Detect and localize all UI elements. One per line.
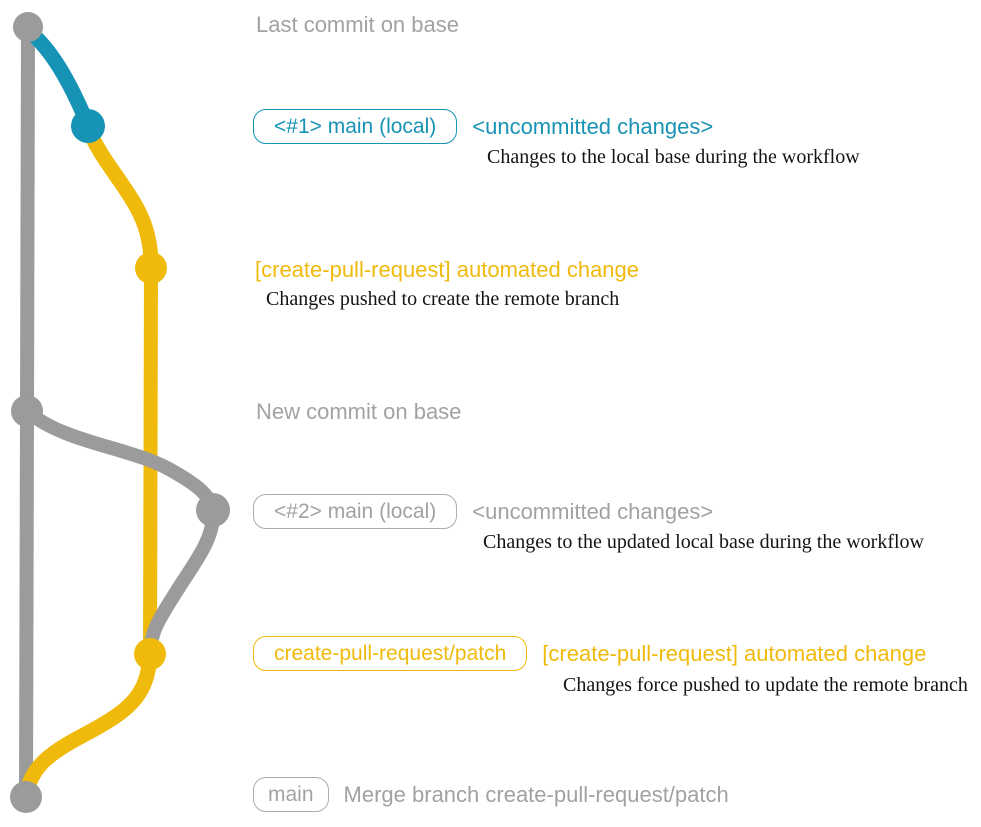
- push-curve: [80, 119, 159, 276]
- force-push-curve: [143, 503, 221, 659]
- update-local-curve: [20, 404, 220, 517]
- commit-dot-new-base: [11, 395, 43, 427]
- commit-dot-last-base: [13, 12, 43, 42]
- commit-dot-remote-1: [135, 252, 167, 284]
- local-change-curve: [20, 22, 96, 133]
- automated-change-heading-1: [create-pull-request] automated change: [255, 257, 640, 282]
- branch-badge-main-local-1: <#1> main (local): [253, 109, 458, 144]
- commit-dot-merge: [10, 781, 42, 813]
- row-last-commit: Last commit on base: [256, 12, 459, 38]
- uncommitted-changes-note-2: <uncommitted changes>: [472, 498, 714, 524]
- automated-change-heading-2: [create-pull-request] automated change: [542, 640, 927, 666]
- merge-commit-label: Merge branch create-pull-request/patch: [343, 781, 729, 807]
- caption-local-1: Changes to the local base during the wor…: [487, 146, 860, 168]
- row-local-2: <#2> main (local) <uncommitted changes>: [253, 494, 713, 529]
- git-graph: [10, 12, 230, 813]
- commit-dot-local-1: [71, 109, 105, 143]
- branch-badge-main-local-2: <#2> main (local): [253, 494, 458, 529]
- merge-curve: [18, 646, 158, 803]
- branch-badge-main: main: [253, 777, 329, 812]
- new-commit-label: New commit on base: [256, 399, 462, 424]
- row-merge: main Merge branch create-pull-request/pa…: [253, 777, 729, 812]
- commit-dot-remote-2: [134, 638, 166, 670]
- caption-local-2: Changes to the updated local base during…: [483, 531, 924, 553]
- commit-dot-local-2: [196, 493, 230, 527]
- last-commit-label: Last commit on base: [256, 12, 459, 37]
- row-new-commit: New commit on base: [256, 399, 461, 425]
- row-local-1: <#1> main (local) <uncommitted changes>: [253, 109, 713, 144]
- branch-badge-patch: create-pull-request/patch: [253, 636, 528, 671]
- caption-push-2: Changes force pushed to update the remot…: [563, 674, 968, 696]
- row-push-1: [create-pull-request] automated change: [255, 257, 639, 283]
- row-push-2: create-pull-request/patch [create-pull-r…: [253, 636, 926, 671]
- uncommitted-changes-note-1: <uncommitted changes>: [472, 113, 714, 139]
- caption-push-1: Changes pushed to create the remote bran…: [266, 288, 620, 310]
